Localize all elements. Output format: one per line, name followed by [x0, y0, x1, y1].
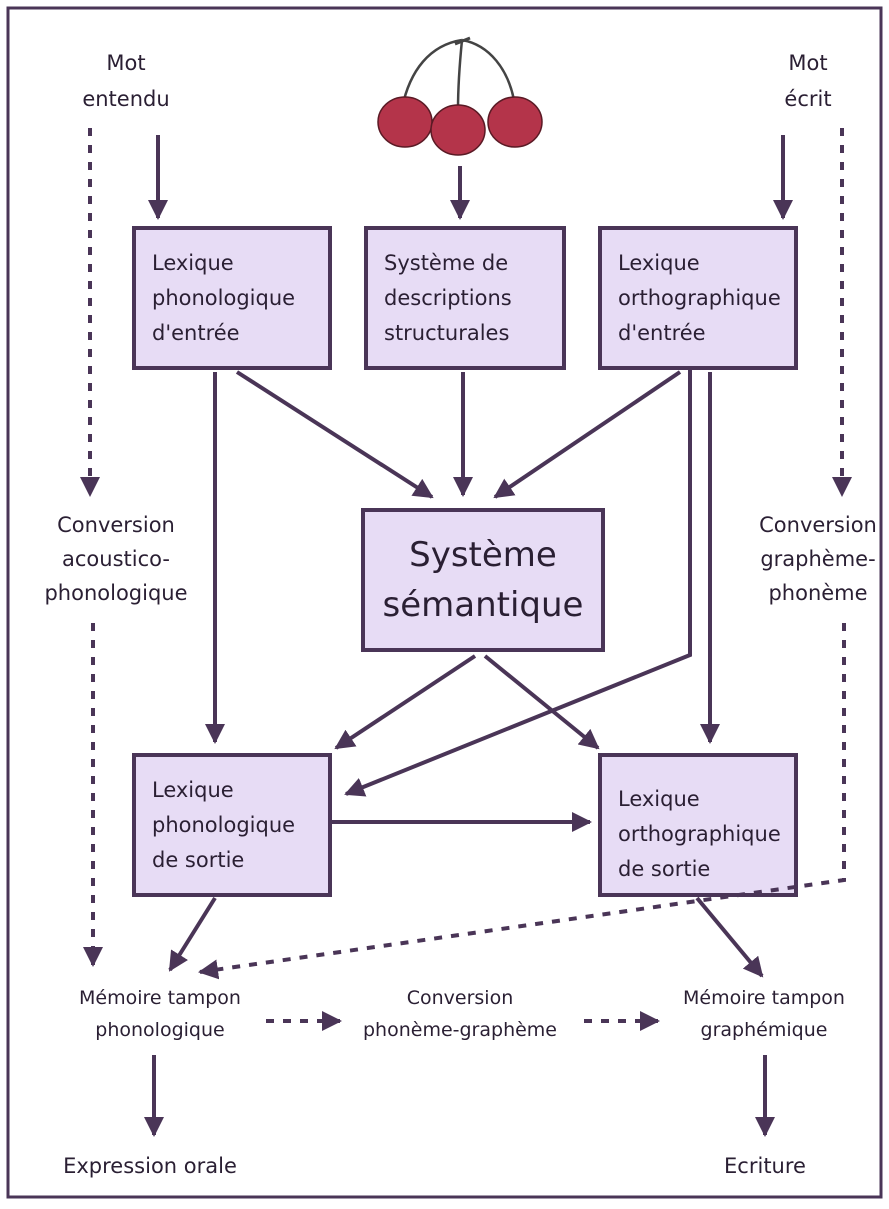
- arrow-orth-output-to-buffer: [695, 896, 764, 978]
- arrow-orth-input-to-phon-output: [344, 370, 692, 797]
- dashed-arrows: [80, 128, 852, 1031]
- svg-text:d'entrée: d'entrée: [618, 321, 706, 345]
- written-word-label-2: écrit: [784, 87, 831, 111]
- svg-text:orthographique: orthographique: [618, 822, 781, 846]
- acoustic-conversion-label-1: Conversion: [57, 513, 175, 537]
- acoustic-conversion-label-2: acoustico-: [62, 547, 170, 571]
- dashed-grapheme-conversion-to-phon-buffer: [198, 623, 846, 980]
- svg-text:sémantique: sémantique: [383, 585, 584, 625]
- semantic-system-box: Système sémantique: [361, 508, 605, 652]
- grapheme-conversion-label-2: graphème-: [760, 547, 875, 571]
- svg-text:phonologique: phonologique: [152, 813, 295, 837]
- solid-arrows: [144, 135, 793, 1137]
- grapheme-conversion-label-3: phonème: [768, 581, 867, 605]
- svg-text:d'entrée: d'entrée: [152, 321, 240, 345]
- svg-text:de sortie: de sortie: [152, 848, 244, 872]
- arrow-semantic-to-phon-output: [334, 654, 477, 750]
- orthographic-output-lexicon-box: Lexique orthographique de sortie: [598, 753, 798, 897]
- writing-output-label: Ecriture: [724, 1154, 806, 1178]
- svg-text:descriptions: descriptions: [384, 286, 512, 310]
- heard-word-label-1: Mot: [106, 51, 145, 75]
- oral-output-label: Expression orale: [63, 1154, 237, 1178]
- grapheme-conversion-label-1: Conversion: [759, 513, 877, 537]
- graphemic-buffer-label-2: graphémique: [701, 1019, 828, 1041]
- phonological-input-lexicon-box: Lexique phonologique d'entrée: [132, 226, 332, 370]
- svg-text:Lexique: Lexique: [152, 251, 234, 275]
- outer-border: [6, 6, 883, 1199]
- svg-text:orthographique: orthographique: [618, 286, 781, 310]
- phoneme-grapheme-conversion-label-1: Conversion: [407, 987, 514, 1009]
- arrow-phon-output-to-buffer: [168, 896, 217, 972]
- svg-text:phonologique: phonologique: [152, 286, 295, 310]
- svg-text:Lexique: Lexique: [618, 251, 700, 275]
- heard-word-label-2: entendu: [82, 87, 169, 111]
- svg-text:de sortie: de sortie: [618, 857, 710, 881]
- svg-text:structurales: structurales: [384, 321, 509, 345]
- graphemic-buffer-label-1: Mémoire tampon: [683, 987, 845, 1009]
- written-word-label-1: Mot: [788, 51, 827, 75]
- cherries-icon: [377, 36, 543, 156]
- phonological-buffer-label-1: Mémoire tampon: [79, 987, 241, 1009]
- orthographic-input-lexicon-box: Lexique orthographique d'entrée: [598, 226, 798, 370]
- phonological-output-lexicon-box: Lexique phonologique de sortie: [132, 753, 332, 897]
- svg-text:Lexique: Lexique: [618, 787, 700, 811]
- phoneme-grapheme-conversion-label-2: phonème-graphème: [363, 1019, 557, 1041]
- svg-text:Système de: Système de: [384, 251, 508, 275]
- phonological-buffer-label-2: phonologique: [95, 1019, 224, 1041]
- acoustic-conversion-label-3: phonologique: [44, 581, 187, 605]
- arrow-semantic-to-orth-output: [483, 654, 600, 750]
- arrow-orth-input-to-semantic: [493, 370, 682, 499]
- svg-text:Système: Système: [409, 535, 557, 575]
- svg-text:Lexique: Lexique: [152, 778, 234, 802]
- structural-descriptions-box: Système de descriptions structurales: [364, 226, 566, 370]
- arrow-phon-input-to-semantic: [235, 370, 434, 499]
